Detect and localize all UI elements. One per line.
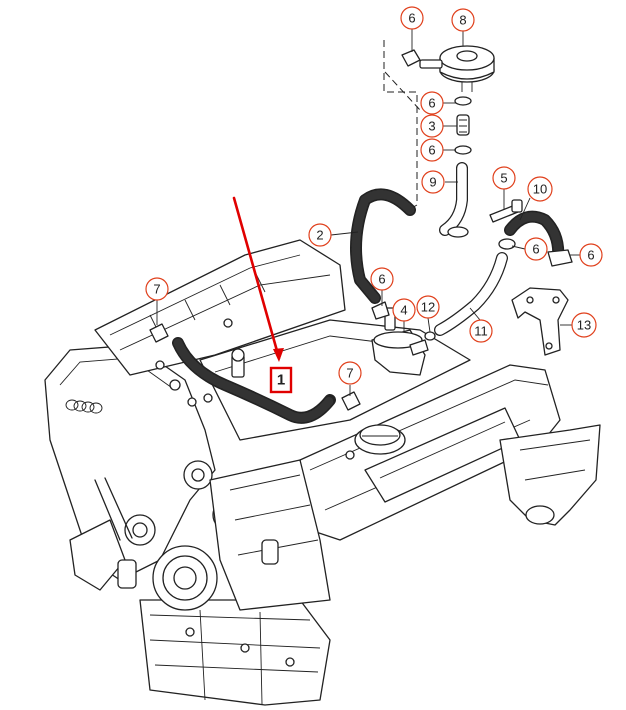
callout-2[interactable]: 2 [308,223,332,247]
svg-text:7: 7 [153,282,160,297]
svg-text:6: 6 [428,96,435,111]
callout-leaders [156,29,580,396]
callout-13[interactable]: 13 [571,312,597,338]
highlighted-part-label: 1 [277,372,285,389]
callout-6-d[interactable]: 6 [524,237,548,261]
svg-text:9: 9 [429,175,436,190]
callout-10[interactable]: 10 [527,176,553,202]
callout-8[interactable]: 8 [451,8,475,32]
red-arrowhead-icon [273,348,284,362]
hose-part-2 [350,188,416,304]
svg-text:6: 6 [408,11,415,26]
callout-11[interactable]: 11 [469,319,493,343]
callout-6-f[interactable]: 6 [579,243,603,267]
svg-text:6: 6 [378,272,385,287]
oil-separator-part-4 [371,301,436,376]
callout-6-c[interactable]: 6 [420,138,444,162]
callout-7-a[interactable]: 7 [145,277,169,301]
svg-text:7: 7 [346,366,353,381]
svg-text:6: 6 [428,143,435,158]
callout-7-b[interactable]: 7 [338,361,362,385]
callout-3[interactable]: 3 [420,114,444,138]
svg-text:13: 13 [577,318,591,333]
svg-text:2: 2 [316,228,323,243]
svg-text:6: 6 [587,248,594,263]
highlighted-part-marker[interactable]: 1 [232,196,293,394]
svg-text:4: 4 [400,303,407,318]
svg-text:11: 11 [474,324,488,339]
svg-text:3: 3 [428,119,435,134]
callout-markers: 6 8 6 3 6 9 5 10 [145,6,603,385]
valve-assembly [401,45,523,238]
svg-text:5: 5 [500,171,507,186]
svg-text:8: 8 [459,13,466,28]
callout-4[interactable]: 4 [392,298,416,322]
callout-6-a[interactable]: 6 [400,6,424,30]
bracket-part-13 [511,287,569,356]
svg-text:12: 12 [421,300,435,315]
brand-rings-icon [65,399,103,414]
hose-part-11 [434,252,508,336]
svg-text:6: 6 [532,242,539,257]
svg-text:10: 10 [533,182,547,197]
callout-5[interactable]: 5 [492,166,516,190]
hose-part-10 [498,210,573,267]
callout-6-e[interactable]: 6 [370,267,394,291]
callout-12[interactable]: 12 [416,295,440,319]
hose-part-7 [149,323,361,424]
connection-guide-lines [383,40,421,211]
callout-9[interactable]: 9 [421,170,445,194]
callout-6-b[interactable]: 6 [420,91,444,115]
red-pointer-arrow [232,196,281,360]
